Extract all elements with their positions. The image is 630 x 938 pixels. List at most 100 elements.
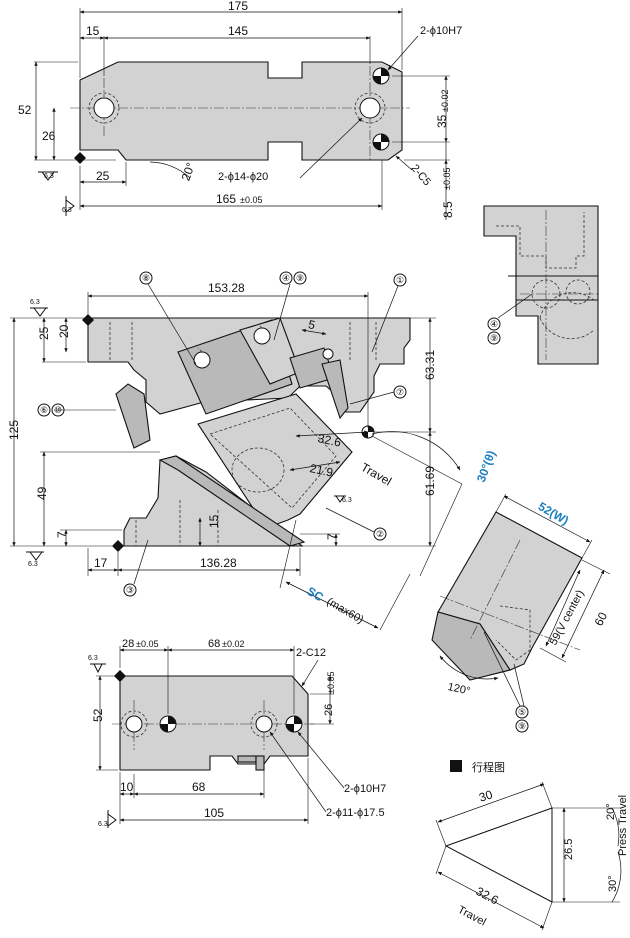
angle-30-theta: 30°(θ) [474,449,498,484]
dim-8-5: 8.5 [441,201,455,218]
note-counterbore: 2-ϕ14-ϕ20 [218,171,268,183]
angle-30: 30° [607,875,619,892]
label-travel: Travel [456,904,488,929]
note-chamfer: 2-C5 [408,162,433,188]
bottom-view: 28 ±0.05 68 ±0.02 2-C12 52 26 ±0.05 6.3 … [88,638,386,828]
dim-32-6: 32.6 [474,884,501,907]
dim-52: 52 [18,103,32,117]
dim-68-top: 68 [208,638,220,650]
label-travel: Travel [359,460,394,489]
note-chamfer-c12: 2-C12 [296,647,326,659]
dim-20deg: 20° [179,161,198,183]
note-dowel: 2-ϕ10H7 [344,783,386,795]
dim-61-69: 61.69 [423,466,437,496]
dim-105: 105 [204,806,224,820]
svg-text:⑨: ⑨ [490,333,498,343]
svg-text:⑧: ⑧ [142,273,150,283]
dim-15: 15 [86,24,100,38]
stroke-triangle [444,807,553,903]
dowel-hole-icon [285,715,303,733]
angle-20: 20° [605,803,617,820]
datum-marker-icon [114,670,126,682]
dim-60: 60 [592,610,611,629]
dim-26: 26 [323,704,335,716]
balloon-4-9: ④ ⑨ [273,271,307,341]
note-dowel: 2-ϕ10H7 [420,25,462,37]
dim-52: 52 [91,708,105,722]
dim-68: 68 [192,780,206,794]
dowel-hole-icon [159,715,177,733]
svg-text:⑤: ⑤ [518,707,526,717]
svg-text:⑥: ⑥ [40,405,48,415]
dim-25: 25 [37,326,51,340]
dim-145: 145 [228,24,248,38]
svg-text:±0.05: ±0.05 [136,639,158,649]
side-detail-body [483,205,599,365]
bottom-plate [119,675,309,771]
dim-25: 25 [96,169,110,183]
svg-text:6.3: 6.3 [88,655,98,662]
dim-63-31: 63.31 [423,350,437,380]
datum-marker-icon [74,152,86,164]
svg-text:⑨: ⑨ [296,273,304,283]
datum-marker-icon [82,314,94,326]
svg-text:6.3: 6.3 [30,299,40,306]
counterbore-hole-right [359,97,381,119]
svg-text:±0.05: ±0.05 [442,168,452,190]
legend-square-icon [450,760,462,772]
svg-text:④: ④ [490,319,498,329]
dim-15: 15 [207,514,221,528]
angle-120: 120° [447,681,472,697]
dim-125: 125 [7,420,21,440]
angled-side-view: 52(W) 60 59(V center) 120° ⑤ ⑨ [431,493,611,733]
legend-label: 行程图 [472,761,505,774]
svg-text:⑨: ⑨ [518,721,526,731]
label-sc-max: (max60) [325,596,366,627]
svg-text:±0.05: ±0.05 [326,672,336,694]
front-view: 153.28 125 25 20 49 7 15 7 17 136.28 63.… [7,271,498,631]
balloon-2: ② [325,507,387,541]
side-detail-view: ④ ⑨ [483,205,600,365]
balloon-3: ③ [123,539,149,597]
balloon-7: ⑦ [349,385,407,405]
svg-text:⑦: ⑦ [396,387,404,397]
counterbore-hole [125,715,143,733]
dim-7b: 7 [325,533,339,540]
balloon-1: ① [371,273,407,353]
dim-30: 30 [477,787,494,805]
dowel-hole-icon [372,133,390,151]
balloon-6-10: ⑥ ⑩ [37,403,65,417]
top-plate [79,61,403,161]
svg-text:①: ① [396,275,404,285]
svg-text:⑩: ⑩ [54,405,62,415]
label-press-travel: Press Travel [617,795,629,856]
dim-26: 26 [42,129,56,143]
dim-136-28: 136.28 [200,556,237,570]
svg-text:±0.02: ±0.02 [440,90,450,112]
svg-text:6.3: 6.3 [98,821,108,828]
datum-marker-icon [112,540,124,552]
dim-7a: 7 [55,531,69,538]
dim-10: 10 [120,780,134,794]
dim-21-9: 21.9 [309,461,335,480]
svg-text:④: ④ [282,273,290,283]
svg-text:6.3: 6.3 [44,173,54,180]
dim-32-6: 32.6 [317,431,343,450]
balloon-4-9-detail: ④ ⑨ [487,293,533,345]
dim-26-5: 26.5 [563,839,575,860]
dim-153-28: 153.28 [208,281,245,295]
dim-28: 28 [122,638,134,650]
dim-35: 35 [435,114,449,128]
dim-165: 165 [216,192,236,206]
svg-text:6.3: 6.3 [342,497,352,504]
svg-text:③: ③ [126,585,134,595]
svg-text:6.3: 6.3 [28,561,38,568]
counterbore-hole [255,715,273,733]
dim-175: 175 [228,0,248,13]
counterbore-hole-left [93,97,115,119]
svg-text:6.3: 6.3 [62,207,72,214]
label-sc: SC [305,584,327,605]
dim-5: 5 [307,317,317,332]
svg-text:②: ② [376,529,384,539]
